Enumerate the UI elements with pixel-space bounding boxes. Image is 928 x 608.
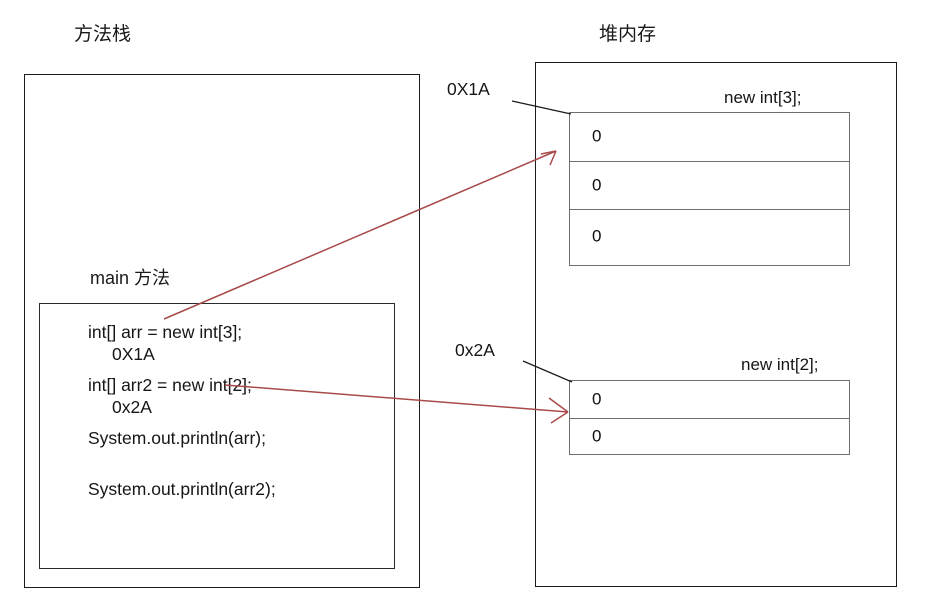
array-2-cell-0-value: 0 [592,389,602,409]
code-line-declare-arr: int[] arr = new int[3]; [88,322,243,342]
array-1-cell-0-value: 0 [592,126,602,146]
array-1-cell-1: 0 [570,161,849,209]
code-line-declare-arr2: int[] arr2 = new int[2]; [88,375,252,395]
code-line-arr2-address: 0x2A [112,397,152,417]
array-2-cell-0: 0 [570,381,849,418]
array-1-cell-2: 0 [570,209,849,264]
array-2-table: 0 0 [569,380,850,455]
array-1-cell-2-value: 0 [592,226,602,246]
heap-memory-box [535,62,897,587]
array-2-cell-1-value: 0 [592,426,602,446]
stack-memory-box [24,74,420,588]
array-1-cell-0: 0 [570,113,849,161]
array-2-caption: new int[2]; [741,355,819,374]
heap-address-label-1: 0X1A [447,79,490,99]
heap-title: 堆内存 [599,24,657,45]
code-line-print-arr2: System.out.println(arr2); [88,479,276,499]
stack-title: 方法栈 [74,24,132,45]
array-2-cell-1: 0 [570,418,849,455]
code-line-arr-address: 0X1A [112,344,155,364]
array-1-cell-1-value: 0 [592,175,602,195]
array-1-table: 0 0 0 [569,112,850,266]
main-method-label: main 方法 [90,268,171,288]
heap-address-label-2: 0x2A [455,340,495,360]
code-line-print-arr: System.out.println(arr); [88,428,266,448]
array-1-caption: new int[3]; [724,88,802,107]
